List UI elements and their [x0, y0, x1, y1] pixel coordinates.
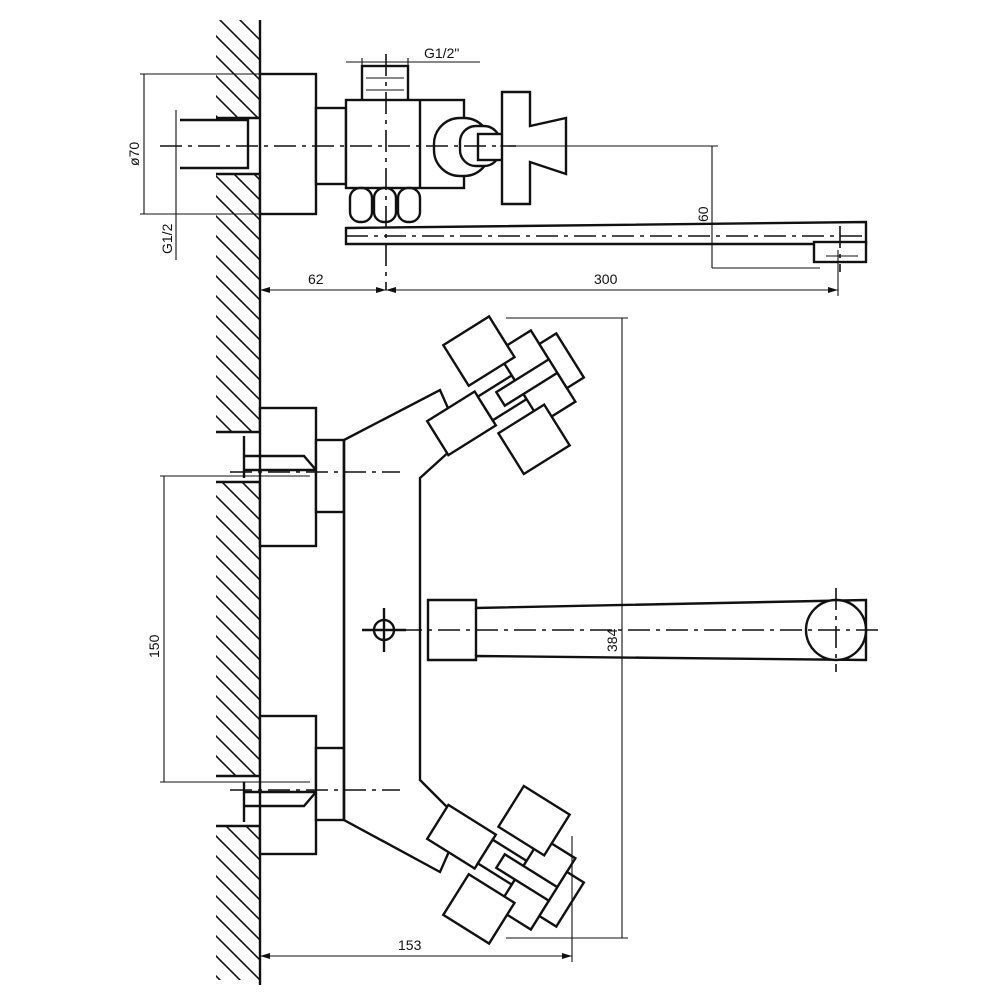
side-view-dimensions: G1/2" ø70 G1/2 60 62 300 [126, 45, 839, 296]
upper-handle [425, 314, 586, 476]
thread-left-label: G1/2 [159, 223, 175, 254]
side-view [160, 54, 868, 290]
diverter-knob-2 [372, 186, 398, 224]
cross-handle-side [500, 90, 568, 206]
lower-handle [425, 784, 586, 946]
upper-wall-cover [258, 406, 318, 548]
wall-offset-label: 62 [308, 271, 324, 287]
inlet-spacing-label: 150 [146, 634, 162, 658]
thread-top-label: G1/2" [424, 45, 459, 61]
front-view-dimensions: 150 384 153 [146, 317, 628, 962]
spout-side [344, 220, 868, 246]
spout-drop-label: 60 [695, 206, 711, 222]
lower-connector [314, 746, 346, 822]
diverter-knob-1 [348, 186, 374, 224]
diameter-label: ø70 [126, 142, 142, 166]
inlet-pipe-side [180, 118, 250, 170]
overall-height-label: 384 [604, 628, 620, 652]
wall-cover-side [258, 72, 318, 216]
spout-length-label: 300 [594, 271, 618, 287]
diverter-knob-3 [396, 186, 422, 224]
thread-nut-top [360, 64, 410, 104]
upper-connector [314, 438, 346, 514]
wall-section [214, 20, 262, 985]
body-depth-label: 153 [398, 937, 422, 953]
front-view [230, 314, 884, 946]
lower-wall-cover [258, 714, 318, 856]
